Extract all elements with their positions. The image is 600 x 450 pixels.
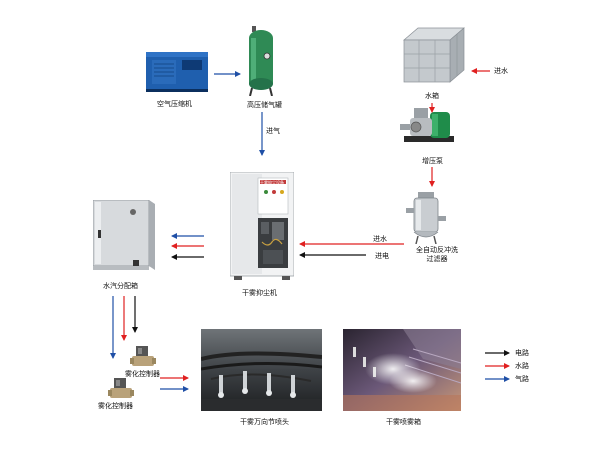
dust-machine-panel-text: 干雾抑尘设备: [260, 180, 284, 185]
water-to-machine-label: 进水: [373, 235, 387, 243]
distribution-box-image: [92, 199, 155, 272]
water-tank-label: 水箱: [425, 92, 439, 100]
spray-photo: [343, 329, 462, 411]
air-tank-image: [247, 26, 275, 97]
air-compressor-image: [146, 52, 208, 92]
controller-1-label: 雾化控制器: [125, 370, 160, 378]
water-in-label: 进水: [494, 67, 508, 75]
air-in-label: 进气: [266, 127, 280, 135]
controller-1-image: [130, 346, 156, 368]
nozzle-photo-label: 干雾万向节喷头: [240, 418, 289, 426]
power-to-machine-label: 进电: [375, 252, 389, 260]
water-tank-image: [402, 26, 466, 84]
dust-machine-label: 干雾抑尘机: [242, 289, 277, 297]
air-compressor-label: 空气压缩机: [157, 100, 192, 108]
nozzle-photo: [200, 329, 323, 411]
air-tank-label: 高压储气罐: [247, 101, 282, 109]
booster-pump-label: 增压泵: [422, 157, 443, 165]
legend-water-label: 水路: [515, 362, 529, 370]
legend-air-label: 气路: [515, 375, 529, 383]
distribution-box-label: 水汽分配箱: [103, 282, 138, 290]
legend-power-label: 电路: [515, 349, 529, 357]
spray-photo-label: 干雾喷雾箱: [386, 418, 421, 426]
controller-2-image: [108, 378, 134, 400]
controller-2-label: 雾化控制器: [98, 402, 133, 410]
booster-pump-image: [400, 106, 458, 148]
dust-machine-image: [229, 171, 295, 280]
filter-image: [406, 190, 446, 245]
filter-label: 全自动反冲洗 过滤器: [416, 246, 458, 263]
